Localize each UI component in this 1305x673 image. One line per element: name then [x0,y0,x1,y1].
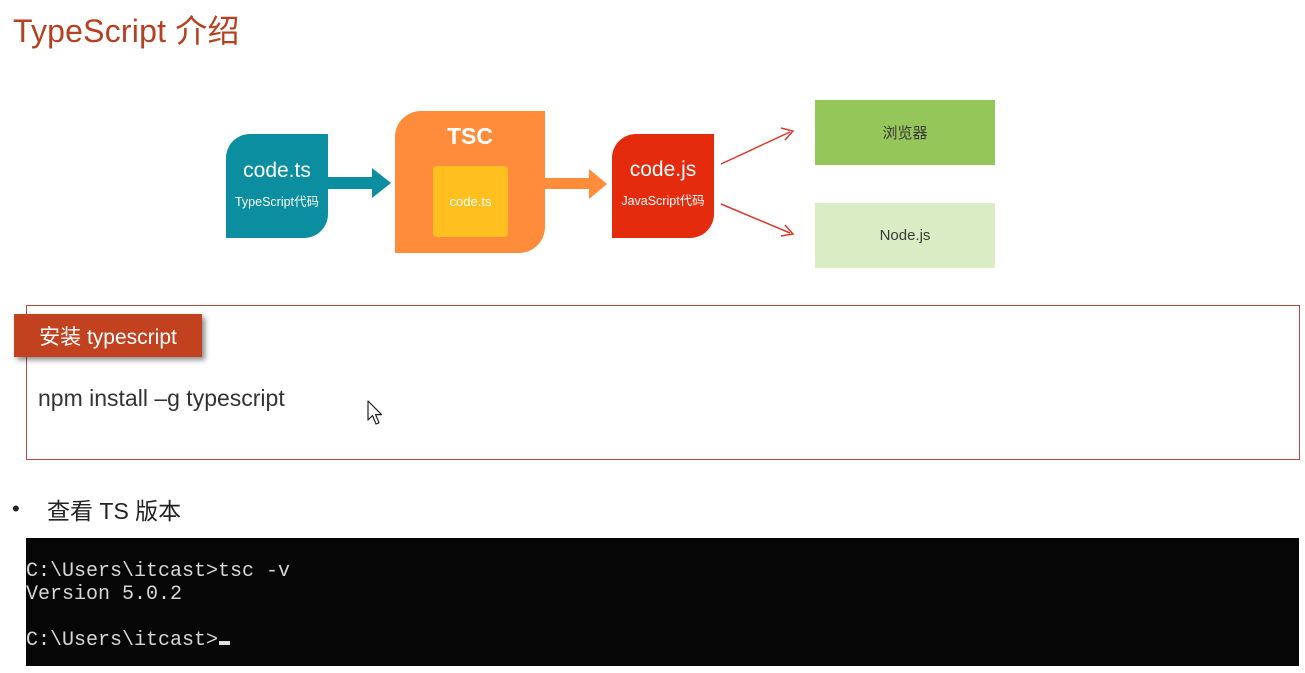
terminal-caret [219,641,231,645]
install-panel [26,305,1300,460]
arrow-ts-to-tsc [328,168,391,198]
terminal-window[interactable]: C:\Users\itcast>tsc -v Version 5.0.2 C:\… [26,538,1299,666]
arrow-js-to-node [720,203,795,237]
mouse-pointer-icon [367,400,383,425]
tsc-inner-label: code.ts [449,194,492,209]
source-code-label: code.ts [243,158,311,182]
bullet-icon: • [12,496,20,521]
tsc-inner-file: code.ts [433,166,508,237]
target-node-label: Node.js [879,227,931,244]
terminal-line [26,606,1299,629]
page-title: TypeScript 介绍 [13,13,240,49]
source-code-box: code.ts TypeScript代码 [226,134,328,238]
terminal-line: C:\Users\itcast>tsc -v [26,560,291,583]
target-node-box: Node.js [815,203,995,268]
output-code-box: code.js JavaScript代码 [612,134,714,238]
bullet-text: 查看 TS 版本 [47,498,182,524]
arrow-tsc-to-js [545,169,607,199]
terminal-prompt: C:\Users\itcast> [26,629,219,652]
source-code-sublabel: TypeScript代码 [234,194,320,209]
output-code-label: code.js [629,157,697,181]
install-tag: 安装 typescript [14,314,202,357]
target-browser-box: 浏览器 [815,100,995,165]
tsc-label: TSC [447,123,493,149]
terminal-line: Version 5.0.2 [26,583,183,606]
arrow-js-to-browser [720,127,795,165]
terminal-prompt-line[interactable]: C:\Users\itcast> [26,629,1299,652]
target-browser-label: 浏览器 [882,125,928,142]
output-code-sublabel: JavaScript代码 [621,193,705,208]
tsc-compiler-box: TSC code.ts [395,111,545,253]
install-command: npm install –g typescript [38,385,285,411]
